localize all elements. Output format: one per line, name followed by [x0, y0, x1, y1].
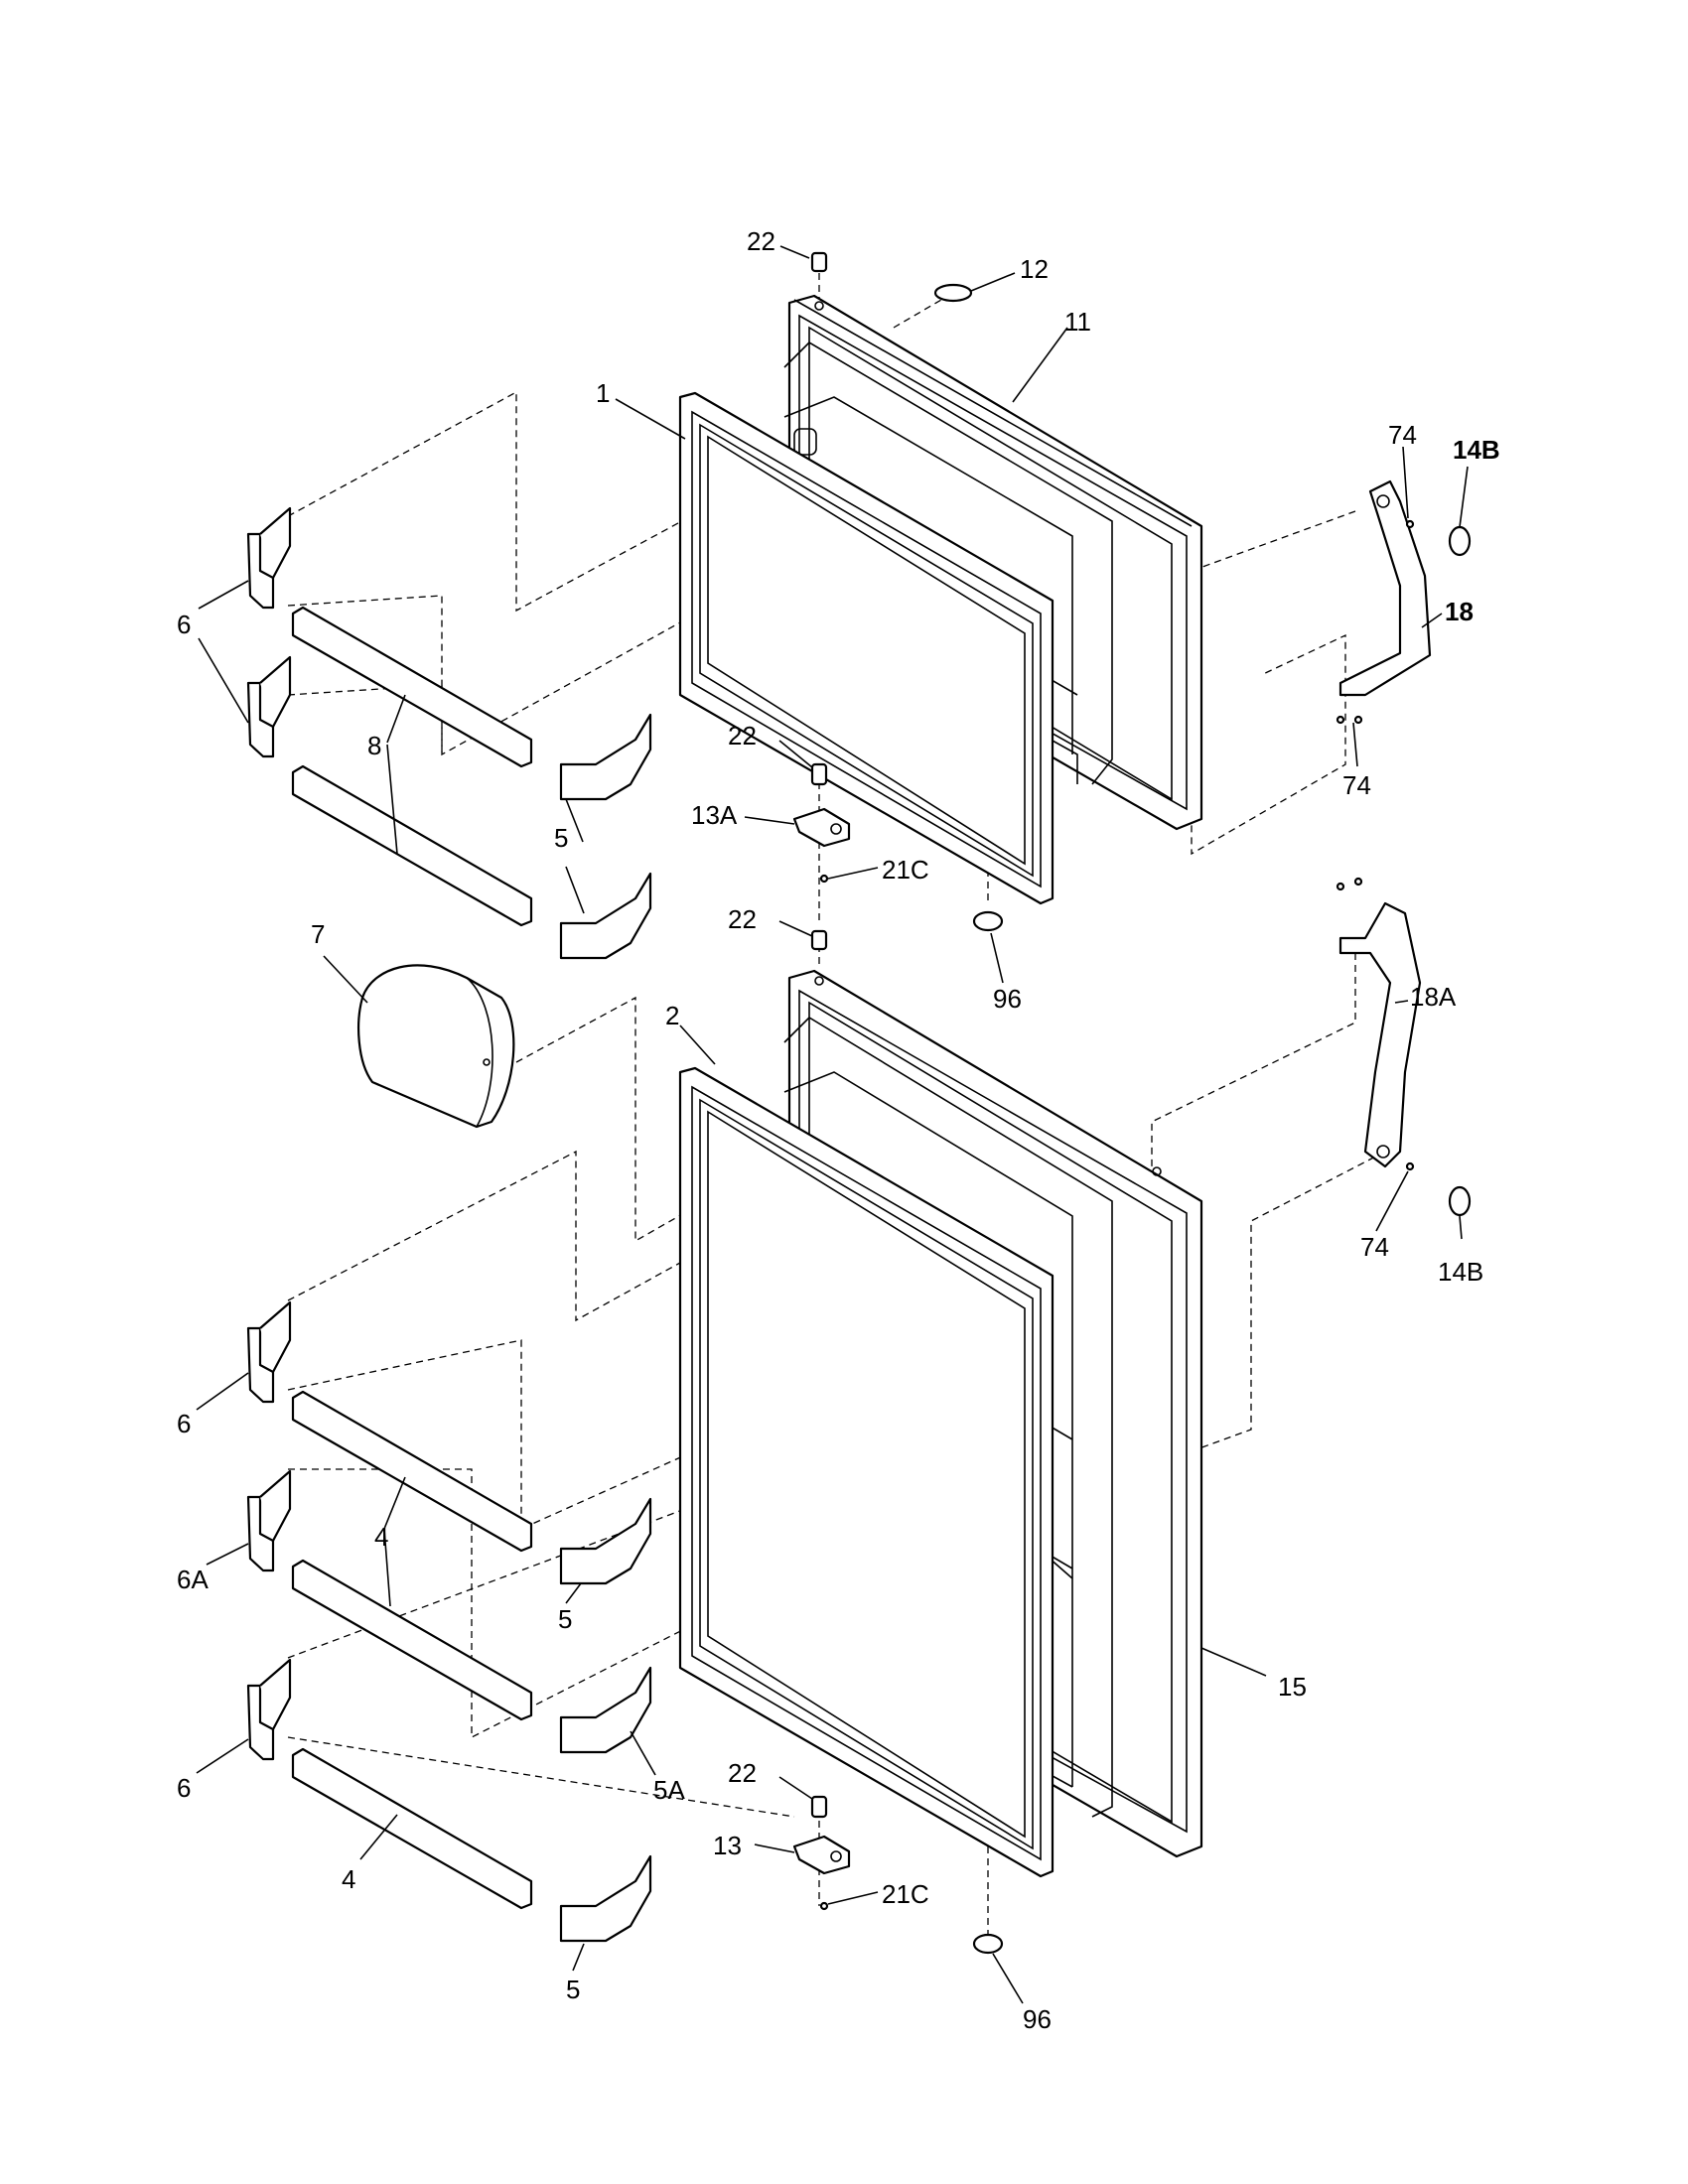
freezer-gasket	[678, 391, 1055, 905]
left-brackets	[246, 506, 292, 1761]
callout-6: 6	[177, 1409, 191, 1438]
leader-lines	[196, 245, 1469, 2004]
callout-12: 12	[1020, 254, 1049, 284]
callout-2: 2	[665, 1001, 679, 1030]
dairy-bin	[357, 964, 515, 1129]
callout-22: 22	[728, 904, 757, 934]
callout-21c: 21C	[882, 1879, 929, 1909]
callout-18: 18	[1445, 597, 1474, 626]
callout-96: 96	[993, 984, 1022, 1014]
shelf-bars	[291, 606, 533, 1910]
callout-5a: 5A	[653, 1775, 685, 1805]
hardware	[792, 251, 1472, 1955]
callout-4: 4	[374, 1522, 388, 1552]
callout-5: 5	[566, 1975, 580, 2004]
callout-11: 11	[1064, 307, 1091, 337]
callout-22: 22	[728, 1758, 757, 1788]
callout-21c: 21C	[882, 855, 929, 885]
callout-18a: 18A	[1410, 982, 1457, 1012]
callout-1: 1	[596, 378, 610, 408]
callout-74: 74	[1360, 1232, 1389, 1262]
callout-6a: 6A	[177, 1565, 209, 1594]
callout-74: 74	[1388, 420, 1417, 450]
callout-5: 5	[554, 823, 568, 853]
callout-15: 15	[1278, 1672, 1307, 1702]
callout-74: 74	[1342, 770, 1371, 800]
callout-22: 22	[728, 721, 757, 751]
fresh-food-gasket	[678, 1066, 1055, 1878]
callout-5: 5	[558, 1604, 572, 1634]
callout-4: 4	[342, 1864, 355, 1894]
right-brackets	[559, 713, 652, 1943]
callout-14b: 14B	[1453, 435, 1500, 465]
callout-labels: 22 12 11 1 74 14B 18 6 8 22 13A 5 74 21C…	[177, 226, 1500, 2034]
callout-8: 8	[367, 731, 381, 760]
callout-96: 96	[1023, 2004, 1052, 2034]
callout-6: 6	[177, 610, 191, 639]
callout-13a: 13A	[691, 800, 738, 830]
callout-13: 13	[713, 1831, 742, 1860]
callout-22: 22	[747, 226, 775, 256]
callout-14b: 14B	[1438, 1257, 1483, 1287]
callout-7: 7	[311, 919, 325, 949]
callout-6: 6	[177, 1773, 191, 1803]
